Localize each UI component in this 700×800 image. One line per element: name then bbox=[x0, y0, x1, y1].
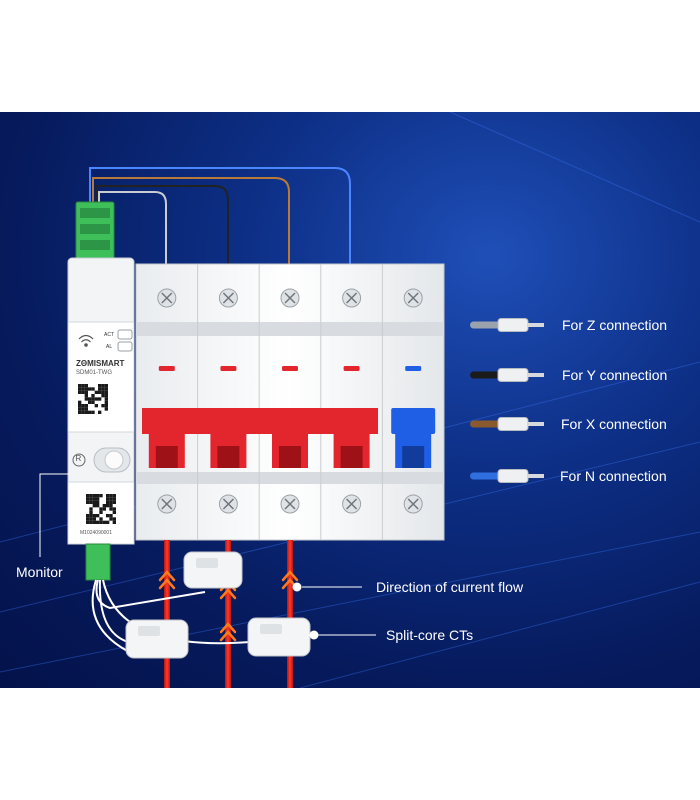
device-model: SDM01-TWG bbox=[76, 370, 112, 376]
wire-sample bbox=[470, 417, 544, 431]
current-flow-arrows bbox=[158, 570, 299, 642]
connection-label-y: For Y connection bbox=[562, 367, 668, 383]
terminal-screw-icon bbox=[157, 288, 177, 308]
al-label: AL bbox=[106, 344, 113, 350]
al-led bbox=[117, 341, 133, 352]
wire-sample bbox=[470, 318, 544, 332]
terminal-screw-icon bbox=[342, 288, 362, 308]
terminal-screw-icon bbox=[403, 288, 423, 308]
lead-wire-x bbox=[92, 177, 290, 264]
load-conductors bbox=[164, 540, 293, 688]
energy-monitor-device bbox=[67, 257, 135, 581]
terminal-screw-icon bbox=[218, 288, 238, 308]
split-core-ct-3 bbox=[247, 617, 311, 657]
wire-samples bbox=[470, 318, 544, 483]
split-core-ct-label: Split-core CTs bbox=[386, 627, 474, 643]
breaker-handle-neutral[interactable] bbox=[391, 408, 436, 468]
device-serial: M1024090001 bbox=[80, 530, 112, 536]
lead-wire-y bbox=[95, 185, 229, 264]
split-core-ct-1 bbox=[183, 551, 243, 589]
callout-lines bbox=[39, 473, 376, 640]
monitor-label: Monitor bbox=[16, 564, 63, 580]
device-brand: ZΘMISMART bbox=[76, 359, 125, 368]
connection-label-n: For N connection bbox=[560, 468, 667, 484]
diagram-stage: ZΘMISMART SDM01-TWG ACT AL R M1024090001… bbox=[0, 112, 700, 688]
registered-mark: R bbox=[75, 453, 82, 463]
qr-code-top bbox=[77, 383, 109, 415]
qr-code-bottom bbox=[85, 493, 117, 525]
breaker-indicator bbox=[405, 366, 422, 371]
breaker-pole bbox=[197, 264, 238, 540]
current-flow-label: Direction of current flow bbox=[376, 579, 524, 595]
lead-wire-n bbox=[89, 167, 351, 264]
terminal-screw-icon bbox=[218, 494, 238, 514]
breaker-handles[interactable] bbox=[142, 408, 378, 468]
diagram-scene bbox=[0, 112, 700, 688]
breaker-pole bbox=[258, 264, 300, 540]
breaker-indicator bbox=[220, 366, 237, 371]
circuit-breaker-block bbox=[135, 263, 445, 541]
ct-connector bbox=[85, 543, 111, 581]
lead-wire-z bbox=[98, 191, 167, 264]
registered-mark-icon bbox=[72, 453, 86, 467]
wire-sample bbox=[470, 368, 544, 382]
terminal-screw-icon bbox=[342, 494, 362, 514]
terminal-screw-icon bbox=[280, 288, 300, 308]
meter-lead-wires bbox=[89, 167, 351, 264]
wire-sample bbox=[470, 469, 544, 483]
connection-label-x: For X connection bbox=[561, 416, 667, 432]
terminal-connector bbox=[75, 201, 115, 261]
breaker-indicator bbox=[282, 366, 298, 371]
breaker-pole bbox=[157, 288, 177, 514]
act-label: ACT bbox=[104, 332, 114, 338]
breaker-pole bbox=[381, 264, 423, 540]
breaker-indicator bbox=[158, 366, 175, 371]
breaker-pole bbox=[320, 264, 362, 540]
breaker-indicator bbox=[343, 366, 360, 371]
split-core-ct-2 bbox=[125, 619, 189, 659]
wifi-icon bbox=[78, 334, 94, 347]
act-led bbox=[117, 329, 133, 340]
connection-label-z: For Z connection bbox=[562, 317, 668, 333]
terminal-screw-icon bbox=[157, 494, 177, 514]
terminal-screw-icon bbox=[280, 494, 300, 514]
terminal-screw-icon bbox=[403, 494, 423, 514]
